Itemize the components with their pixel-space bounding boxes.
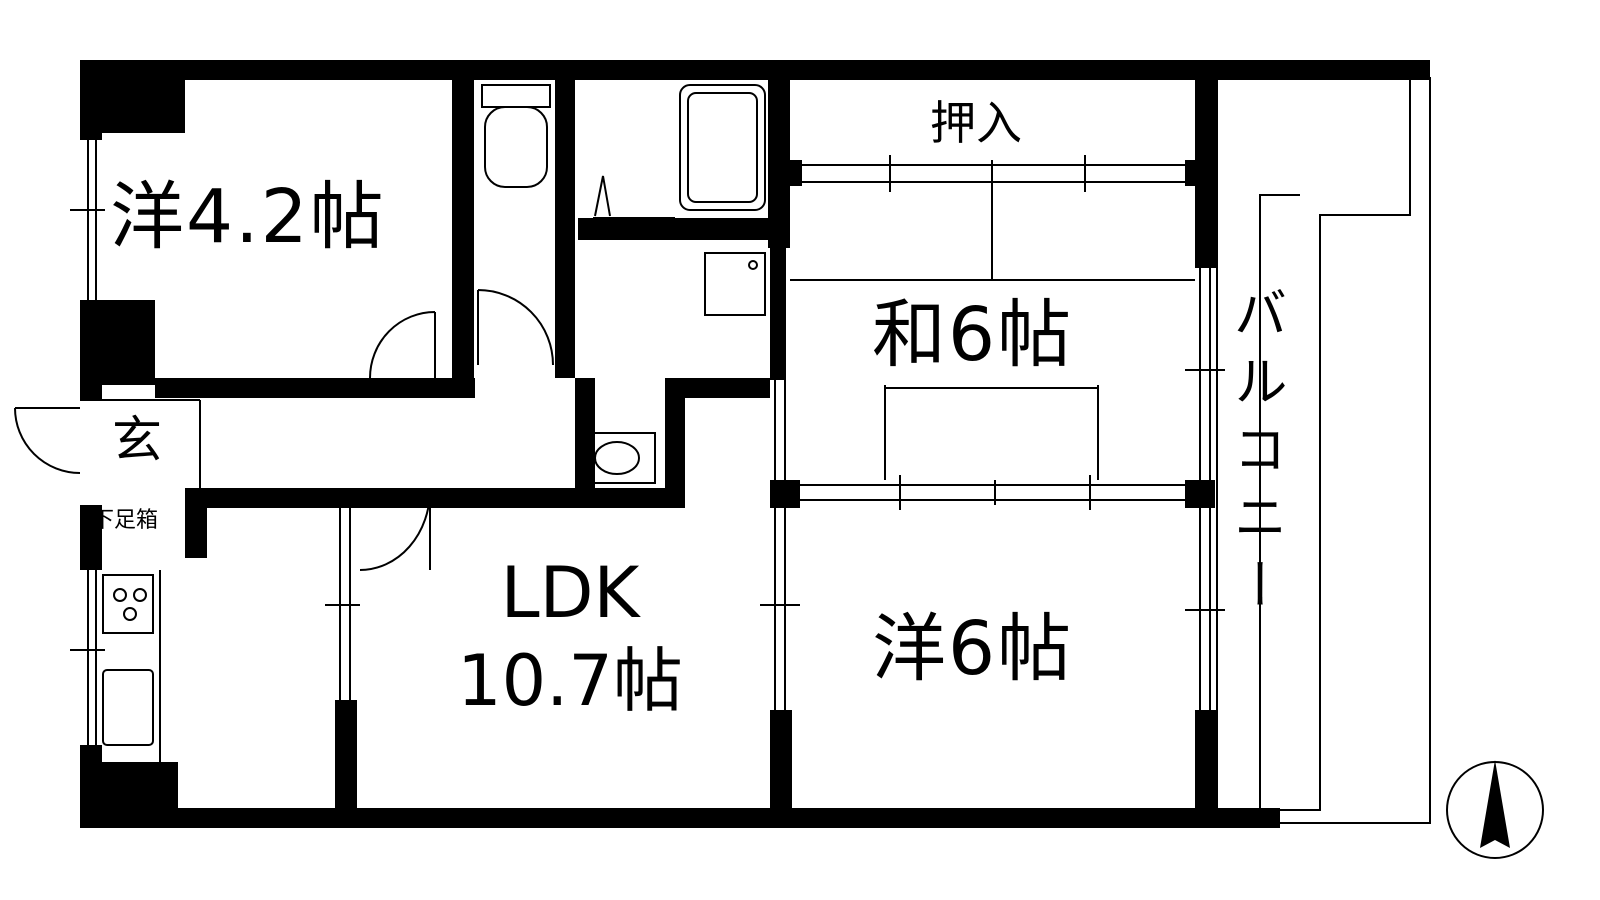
shower (594, 175, 611, 217)
left-wall-low (80, 505, 102, 570)
balcony-label: バルコニー (1224, 285, 1287, 625)
exterior-walls (80, 60, 1430, 828)
door-swings (14, 289, 554, 571)
room-ldk: LDK 10.7帖 (420, 550, 720, 725)
room-entrance: 玄 (112, 411, 162, 469)
stove (102, 574, 154, 634)
door-toilet (477, 289, 554, 366)
wall-western-bottom (155, 378, 475, 398)
toilet-tank (481, 84, 551, 108)
wall-wash-step (665, 378, 770, 398)
tick-marks (70, 155, 1225, 651)
wall-balcony-bottom (1215, 808, 1260, 828)
wall-western-right (452, 78, 474, 398)
room-western-small: 洋4.2帖 (110, 174, 386, 260)
interior-walls (155, 78, 1260, 828)
burner-3 (123, 607, 137, 621)
bathtub-inner (687, 92, 758, 203)
corner-block-bl (100, 762, 178, 812)
door-genkan (14, 407, 81, 474)
wall-bath-right (768, 78, 790, 248)
north-arrow-icon (1480, 760, 1510, 848)
ldk-size: 10.7帖 (457, 639, 683, 722)
wall-genkan-shoe (185, 488, 207, 558)
bathtub (679, 84, 766, 211)
post-2 (1185, 160, 1199, 186)
shoe-box-label: 下足箱 (92, 508, 159, 533)
room-closet: 押入 (930, 96, 1022, 150)
left-wall-mid (80, 300, 102, 400)
ldk-name: LDK (500, 552, 640, 634)
sink (102, 669, 154, 746)
fixtures (102, 84, 766, 762)
wall-bath-bottom (578, 218, 773, 240)
bottom-wall (80, 808, 1280, 828)
wall-ldk-right-bottom (770, 710, 792, 810)
wash-basin-bowl (594, 441, 640, 475)
washer-drain (748, 260, 758, 270)
toilet-bowl (484, 106, 548, 188)
wall-ldk-top (185, 488, 685, 508)
room-japanese: 和6帖 (872, 292, 1074, 378)
top-wall (80, 60, 1430, 80)
corner-block-ml (100, 300, 155, 385)
wall-ldk-left-bottom (335, 700, 357, 810)
balcony-inner (1259, 80, 1411, 811)
wall-wash-step-v (665, 378, 685, 508)
balcony-outline (1216, 77, 1431, 824)
wall-room-right-bottom (1195, 710, 1217, 825)
door-western (369, 311, 436, 379)
compass (1446, 760, 1544, 859)
left-wall-top (80, 60, 102, 140)
burner-1 (113, 588, 127, 602)
room-western-large: 洋6帖 (872, 606, 1074, 692)
washer (704, 252, 766, 316)
left-wall-bottom (80, 745, 102, 825)
wall-toilet-right (555, 78, 575, 378)
post-1 (790, 160, 802, 186)
burner-2 (133, 588, 147, 602)
wall-ldk-left-top (335, 488, 357, 508)
wash-basin (579, 432, 656, 484)
wall-room-right-top (1195, 78, 1217, 268)
corner-block-tl (100, 78, 185, 133)
door-ldk (359, 489, 431, 571)
wall-wash-right (770, 240, 786, 380)
